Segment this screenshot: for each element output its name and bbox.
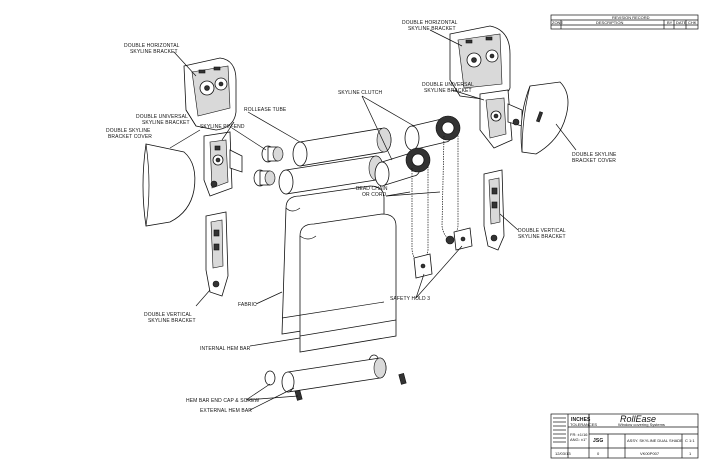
label-double-horizontal-left-2: SKYLINE BRACKET — [130, 49, 178, 55]
safety-hold — [413, 227, 473, 279]
sheet-number: 1 — [689, 451, 692, 456]
label-bead-chain-2: OR CORD — [362, 192, 387, 198]
label-double-universal-left-2: SKYLINE BRACKET — [142, 120, 190, 126]
part-number: VK00P007 — [640, 451, 660, 456]
tolerance-angle: ANG: ±1° — [570, 437, 587, 442]
skyline-pin-end — [253, 145, 284, 187]
label-external-hem-bar: EXTERNAL HEM BAR — [200, 408, 252, 414]
label-internal-hem-bar: INTERNAL HEM BAR — [200, 346, 251, 352]
double-horizontal-bracket-left — [183, 57, 237, 131]
sheet-size-scale: C 1:1 — [685, 438, 695, 443]
title-block: INCHES TOLERANCES FR: ±1/16 ANG: ±1° Rol… — [550, 413, 699, 459]
label-bead-chain-1: BEAD CHAIN — [356, 186, 388, 192]
label-fabric: FABRIC — [238, 302, 257, 308]
label-skyline-clutch: SKYLINE CLUTCH — [338, 90, 382, 96]
bracket-cover-right — [520, 81, 569, 155]
rev-col-description: DESCRIPTION — [596, 20, 623, 25]
label-double-universal-right-2: SKYLINE BRACKET — [424, 88, 472, 94]
drawing-revision: 0 — [597, 451, 600, 456]
leader-lines — [169, 29, 577, 411]
label-vertical-left-2: SKYLINE BRACKET — [148, 318, 196, 324]
label-double-horizontal-right-1: DOUBLE HORIZONTAL — [402, 20, 458, 26]
rev-col-chk: CHK — [688, 20, 697, 25]
label-vertical-right-2: SKYLINE BRACKET — [518, 234, 566, 240]
label-skyline-pin-end: SKYLINE PIN-END — [200, 124, 245, 130]
drawing-description: ASSY. SKYLINE DUAL SHADE — [627, 438, 683, 443]
revision-record-title: REVISION RECORD — [612, 15, 650, 20]
drawing-date: 12/03/13 — [555, 451, 571, 456]
label-double-universal-left-1: DOUBLE UNIVERSAL — [136, 114, 188, 120]
label-hem-bar-end-cap: HEM BAR END CAP & SCREW — [186, 398, 260, 404]
tolerance-label: TOLERANCES — [570, 422, 597, 427]
rev-col-by: BY — [667, 20, 673, 25]
label-cover-right-2: BRACKET COVER — [572, 158, 616, 164]
double-universal-bracket-left — [203, 131, 243, 197]
drawn-by: JSG — [593, 438, 603, 444]
tolerance-fraction: FR: ±1/16 — [570, 432, 588, 437]
label-double-universal-right-1: DOUBLE UNIVERSAL — [422, 82, 474, 88]
fabric-panel-front — [281, 213, 397, 353]
double-vertical-bracket-right — [483, 169, 505, 251]
brand-tagline: Window covering Systems — [618, 422, 665, 427]
brand-logo-text: RollEase — [620, 414, 656, 424]
external-hem-bar — [281, 357, 387, 393]
label-double-horizontal-left-1: DOUBLE HORIZONTAL — [124, 43, 180, 49]
double-vertical-bracket-left — [205, 211, 229, 297]
label-safety-hold: SAFETY HOLD 3 — [390, 296, 430, 302]
label-rollease-tube: ROLLEASE TUBE — [244, 107, 287, 113]
units-label: INCHES — [571, 417, 591, 423]
label-cover-left-2: BRACKET COVER — [108, 134, 152, 140]
label-double-horizontal-right-2: SKYLINE BRACKET — [408, 26, 456, 32]
double-universal-bracket-right — [479, 89, 523, 149]
label-cover-left-1: DOUBLE SKYLINE — [106, 128, 151, 134]
rollease-tube-upper — [292, 127, 392, 167]
bracket-cover-left — [142, 143, 196, 227]
skyline-clutch-assembly — [374, 115, 461, 187]
callout-labels: DOUBLE HORIZONTAL SKYLINE BRACKET DOUBLE… — [106, 20, 617, 414]
label-cover-right-1: DOUBLE SKYLINE — [572, 152, 617, 158]
label-vertical-left-1: DOUBLE VERTICAL — [144, 312, 192, 318]
revision-record-block: REVISION RECORD ZONE DESCRIPTION BY DATE… — [550, 14, 699, 30]
label-vertical-right-1: DOUBLE VERTICAL — [518, 228, 566, 234]
rev-col-date: DATE — [676, 20, 687, 25]
rev-col-zone: ZONE — [552, 20, 563, 25]
